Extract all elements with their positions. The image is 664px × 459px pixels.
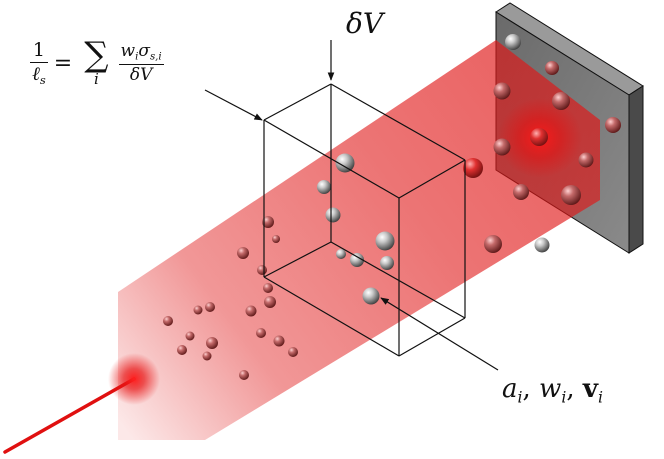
formula-sigma-sub: s,i (149, 51, 162, 63)
formula-rhs-numerator: wiσs,i (118, 40, 164, 66)
particle (375, 231, 395, 251)
particle-v: v (582, 374, 598, 404)
particle (206, 337, 218, 349)
particle (530, 128, 548, 146)
particle (237, 247, 249, 259)
particle (493, 82, 511, 100)
particle (335, 153, 355, 173)
particle (163, 316, 173, 326)
particle (484, 235, 502, 253)
particle-w-sub: i (561, 388, 567, 407)
particle (493, 138, 511, 156)
particle (513, 184, 529, 200)
formula-sum: ∑ i (84, 35, 109, 88)
particle (605, 117, 621, 133)
screen-side-face (628, 85, 644, 254)
particle-arrow (380, 297, 499, 371)
particle (362, 287, 380, 305)
formula-arrow (204, 89, 263, 121)
box-edge (398, 317, 466, 357)
particle (552, 92, 570, 110)
particle (202, 351, 212, 361)
box-edge (398, 159, 466, 199)
formula-w: w (120, 40, 136, 61)
particle (205, 302, 215, 312)
formula-equals: = (53, 50, 73, 76)
particle (177, 345, 187, 355)
particle (239, 370, 249, 380)
particle-w: w (539, 374, 562, 404)
formula-w-sub: i (135, 51, 139, 63)
formula-lhs-denominator: ℓs (30, 63, 48, 86)
particle (256, 328, 266, 338)
box-edge (330, 241, 466, 319)
box-edge (263, 276, 400, 357)
particle (257, 265, 267, 275)
volume-element-box (263, 83, 466, 357)
particles (163, 34, 621, 380)
particle (350, 253, 364, 267)
particle (325, 207, 341, 223)
formula-ell: ℓ (32, 62, 40, 85)
particle (263, 283, 273, 293)
particle (578, 152, 594, 168)
formula-rhs-denominator: δV (129, 65, 153, 86)
formula-lhs-fraction: 1 ℓs (30, 40, 48, 86)
box-edge (263, 241, 332, 278)
formula-lhs-numerator: 1 (30, 40, 48, 63)
volume-delta: δ (346, 7, 363, 40)
particle (463, 158, 483, 178)
formula-ell-sub: s (39, 72, 46, 87)
particle (273, 335, 285, 347)
particle (185, 331, 195, 341)
box-edge (263, 83, 332, 121)
laser-beam (3, 40, 600, 454)
particle (545, 61, 559, 75)
particle-sep-1: , (522, 374, 540, 404)
volume-label: δV (346, 10, 383, 38)
particle (317, 180, 331, 194)
volume-var: V (362, 7, 384, 40)
particle (272, 235, 280, 243)
laser-source-glow (108, 353, 160, 405)
particle (245, 305, 257, 317)
formula-rhs-fraction: wiσs,i δV (118, 40, 164, 86)
particle (561, 185, 581, 205)
particle (193, 305, 203, 315)
particle (262, 216, 274, 228)
formula-sum-index: i (93, 70, 99, 88)
particle-a-sub: i (517, 388, 523, 407)
particle (380, 256, 394, 270)
formula-sigma: σ (138, 40, 150, 61)
beam-volume (118, 40, 600, 440)
particle (336, 249, 346, 259)
particle (534, 237, 550, 253)
scattering-formula: 1 ℓs = ∑ i wiσs,i δV (30, 35, 164, 88)
pointer-arrows (204, 40, 499, 371)
particle (288, 347, 298, 357)
particle-v-sub: i (597, 388, 603, 407)
particle-properties-label: ai, wi, vi (502, 376, 603, 406)
particle-sep-2: , (566, 374, 583, 404)
particle-a: a (502, 374, 518, 404)
particle (264, 296, 276, 308)
particle (505, 34, 521, 50)
box-edge (330, 83, 466, 161)
formula-sum-symbol: ∑ (84, 35, 109, 75)
